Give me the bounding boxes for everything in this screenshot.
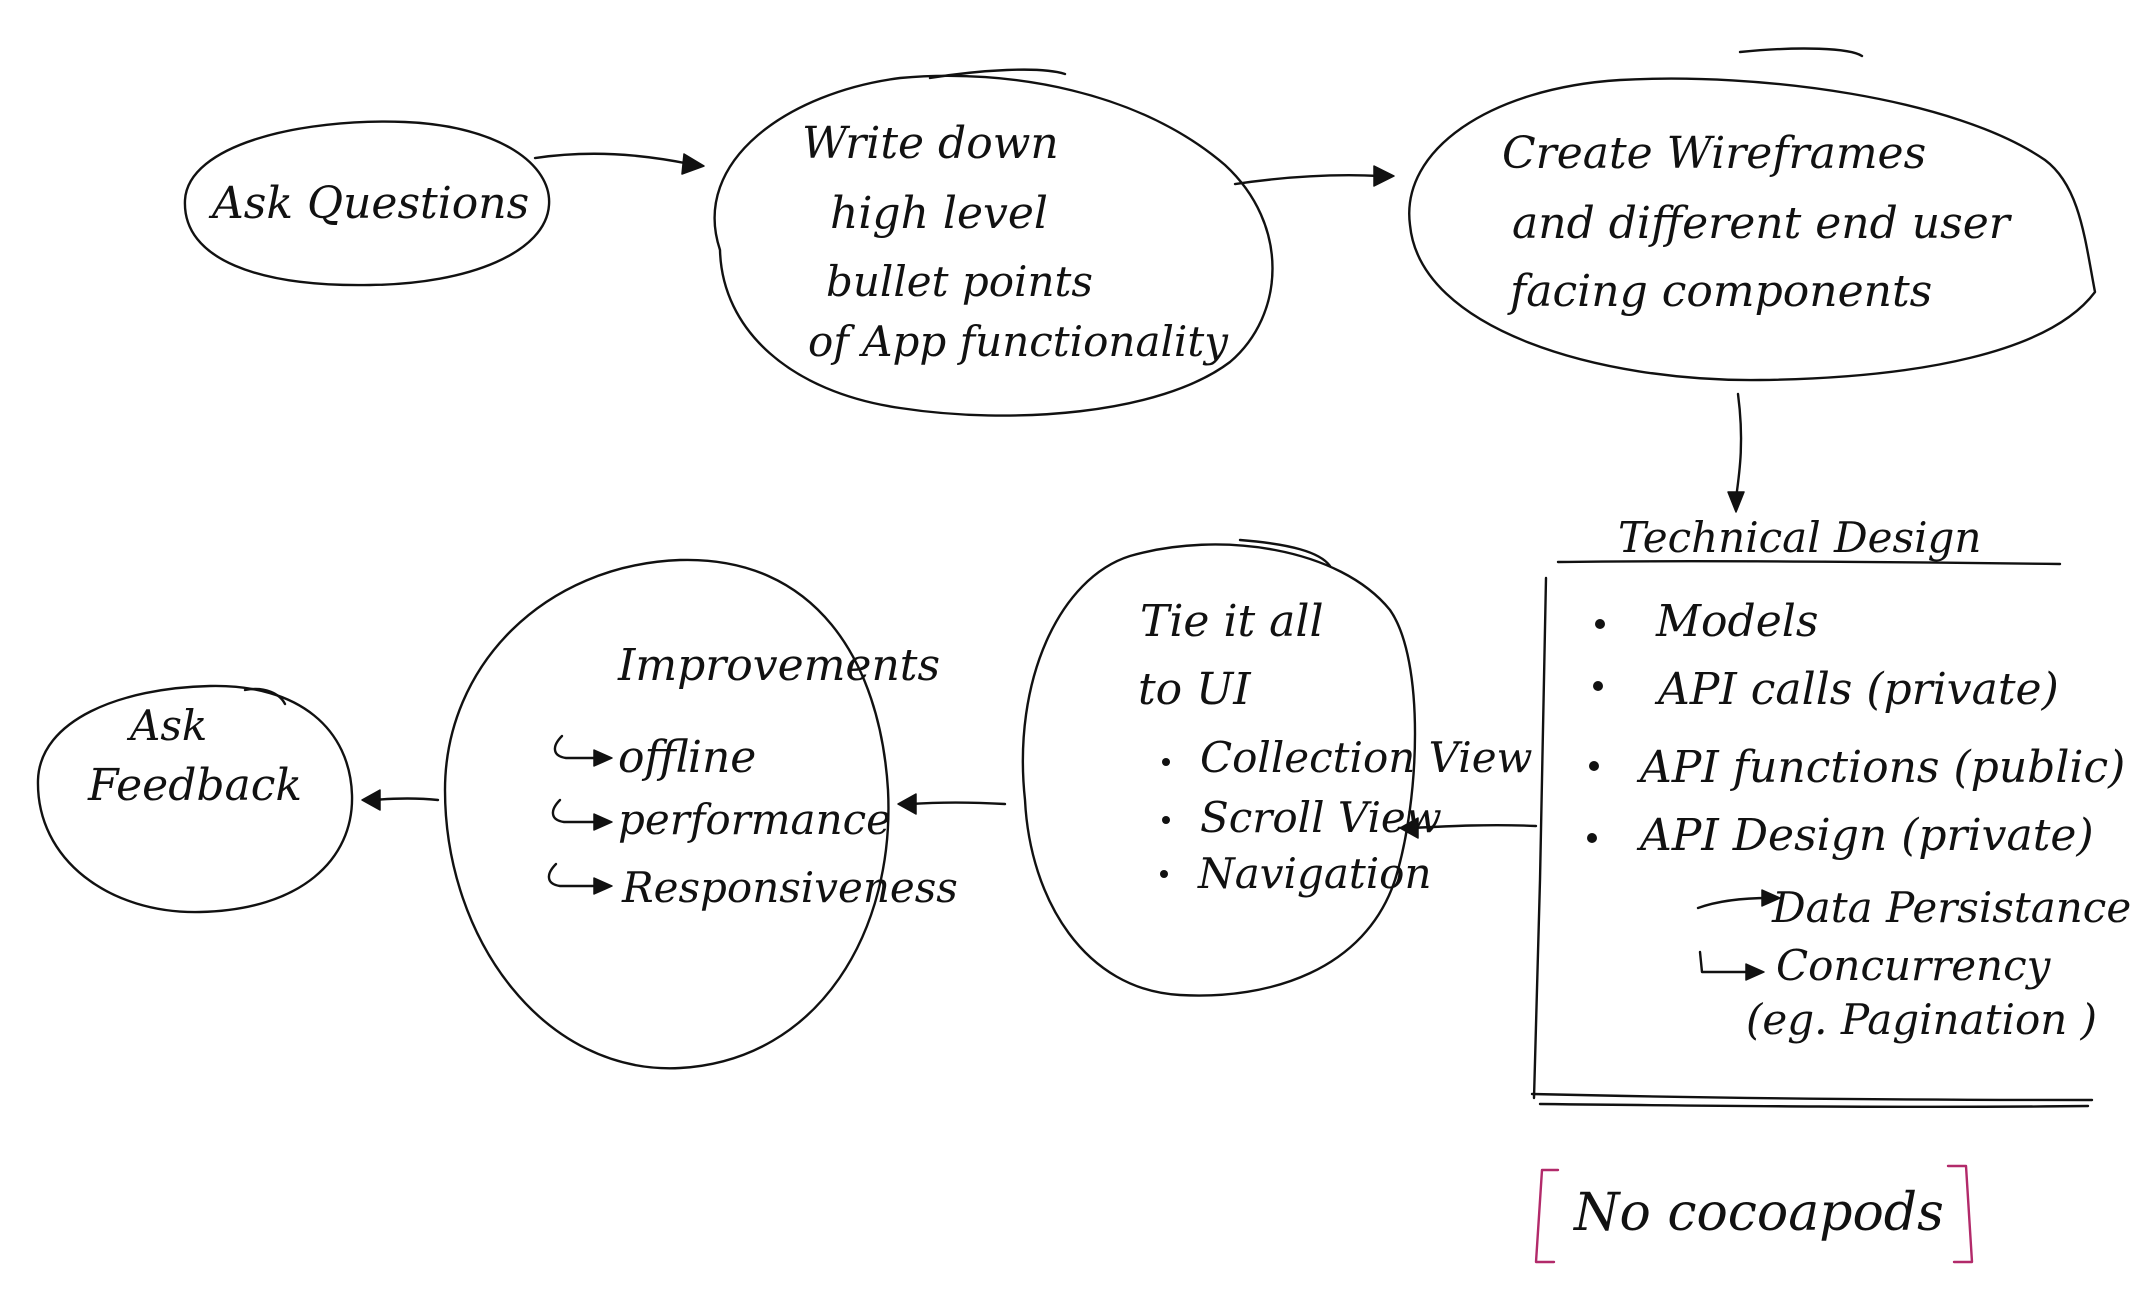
node-feedback-outline — [36, 684, 354, 914]
write-down-line-2: high level — [830, 188, 1048, 239]
node-ask-questions: Ask Questions — [183, 120, 551, 287]
technical-design-sub-arrow-1 — [1696, 896, 1772, 910]
technical-design-sub-item-1: Data Persistance — [1771, 883, 2131, 932]
improvements-item-2: performance — [618, 795, 891, 844]
technical-design-bullet-4 — [1587, 833, 1597, 843]
arrow-wireframes-to-technical-design — [1734, 392, 1743, 500]
arrow-write-down-to-wireframes — [1233, 174, 1382, 186]
improvements-hook-2 — [551, 798, 602, 824]
arrow-technical-design-to-tie-ui-head — [1399, 817, 1419, 839]
node-tie-ui: Tie it all to UI Collection View Scroll … — [1021, 538, 1533, 997]
note-left-bracket — [1534, 1168, 1560, 1264]
technical-design-sub-item-3: (eg. Pagination ) — [1746, 995, 2097, 1044]
note-label: No cocoapods — [1572, 1183, 1944, 1243]
node-ask-questions-outline — [183, 120, 551, 287]
node-technical-design: Technical Design Models API calls (priva… — [1530, 513, 2131, 1109]
arrow-write-down-to-wireframes-head — [1373, 165, 1395, 187]
note-no-cocoapods: No cocoapods — [1534, 1164, 1974, 1264]
note-right-bracket — [1946, 1164, 1974, 1264]
node-wireframes: Create Wireframes and different end user… — [1408, 47, 2097, 382]
technical-design-item-1: Models — [1655, 596, 1818, 647]
technical-design-sub-arrow-2-head — [1745, 963, 1765, 981]
tie-ui-bullet-2 — [1162, 816, 1170, 824]
wireframes-line-2: and different end user — [1512, 198, 2013, 249]
improvements-hook-2-head — [593, 813, 613, 831]
node-wireframes-outline — [1408, 77, 2097, 382]
improvements-hook-3 — [547, 862, 602, 888]
arrow-wireframes-to-technical-design-head — [1727, 491, 1745, 513]
ask-questions-label: Ask Questions — [208, 178, 529, 229]
arrow-tie-ui-to-improvements — [908, 801, 1007, 806]
node-write-down: Write down high level bullet points of A… — [713, 68, 1274, 417]
technical-design-sub-item-2: Concurrency — [1776, 941, 2052, 990]
node-wireframes-tail — [1738, 47, 1864, 58]
tie-ui-bullet-3 — [1160, 870, 1168, 878]
improvements-title: Improvements — [617, 640, 940, 691]
technical-design-bottom-rule-2 — [1538, 1102, 2090, 1109]
arrow-improvements-to-feedback-head — [361, 789, 381, 811]
tie-ui-item-3: Navigation — [1197, 849, 1432, 898]
improvements-item-1: offline — [618, 732, 756, 783]
tie-ui-line-2: to UI — [1138, 664, 1252, 715]
technical-design-bottom-rule — [1530, 1092, 2094, 1102]
write-down-line-4: of App functionality — [808, 317, 1229, 366]
node-feedback: Ask Feedback — [36, 684, 354, 914]
technical-design-sub-arrow-2 — [1698, 950, 1754, 974]
technical-design-bullet-3 — [1589, 761, 1599, 771]
technical-design-item-4: API Design (private) — [1636, 810, 2094, 861]
technical-design-item-3: API functions (public) — [1636, 742, 2125, 793]
arrow-improvements-to-feedback — [373, 797, 440, 802]
node-feedback-tail — [243, 687, 287, 706]
feedback-line-1: Ask — [126, 701, 207, 750]
node-tie-ui-outline — [1021, 543, 1417, 997]
tie-ui-item-1: Collection View — [1200, 733, 1533, 782]
tie-ui-item-2: Scroll View — [1200, 793, 1442, 842]
write-down-line-3: bullet points — [826, 257, 1093, 306]
arrow-questions-to-write-down-head — [681, 153, 705, 175]
node-write-down-tail — [928, 68, 1067, 80]
arrow-tie-ui-to-improvements-head — [897, 793, 917, 815]
improvements-hook-3-head — [593, 877, 613, 895]
technical-design-bullet-2 — [1593, 681, 1603, 691]
improvements-item-3: Responsiveness — [621, 863, 958, 912]
wireframes-line-1: Create Wireframes — [1502, 128, 1926, 179]
node-improvements-outline — [443, 558, 890, 1070]
technical-design-sub-arrow-1-head — [1761, 889, 1781, 907]
improvements-hook-1 — [553, 734, 602, 760]
technical-design-top-rule — [1556, 559, 2062, 566]
tie-ui-line-1: Tie it all — [1140, 596, 1324, 647]
technical-design-bullet-1 — [1595, 619, 1605, 629]
technical-design-left-border — [1532, 576, 1548, 1100]
tie-ui-bullet-1 — [1162, 758, 1170, 766]
node-write-down-outline — [713, 74, 1274, 417]
arrow-questions-to-write-down — [533, 152, 692, 166]
write-down-line-1: Write down — [802, 118, 1059, 169]
technical-design-item-2: API calls (private) — [1654, 664, 2059, 715]
technical-design-title: Technical Design — [1618, 513, 1981, 562]
node-tie-ui-tail — [1238, 538, 1332, 568]
connectors — [361, 152, 1745, 839]
arrow-technical-design-to-tie-ui — [1410, 823, 1538, 830]
improvements-hook-1-head — [593, 749, 613, 767]
feedback-line-2: Feedback — [87, 760, 302, 811]
node-improvements: Improvements offline performance Respons… — [443, 558, 958, 1070]
wireframes-line-3: facing components — [1507, 266, 1932, 317]
